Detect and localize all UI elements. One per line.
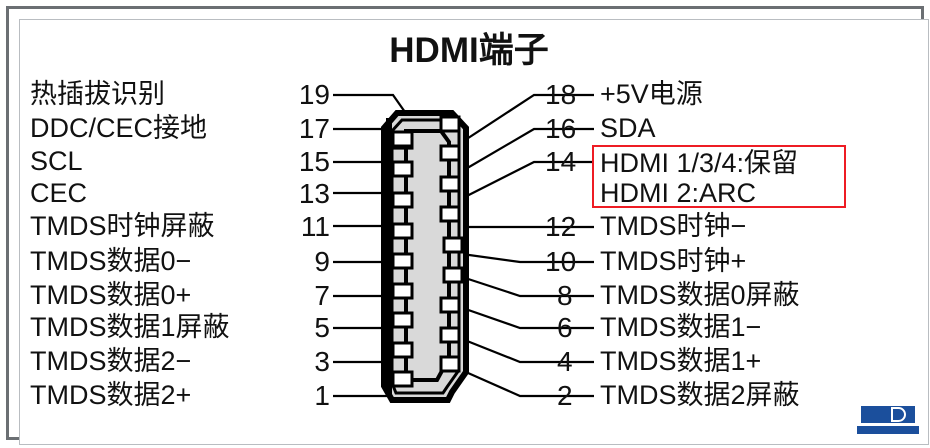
pin14-note-line-2: HDMI 2:ARC: [600, 178, 757, 208]
right-pin-number: 10: [545, 246, 577, 277]
right-pin-label: TMDS数据1+: [600, 346, 762, 376]
left-pin-label: SCL: [30, 146, 83, 176]
pins-left: [391, 130, 414, 388]
left-pin-label: TMDS数据2−: [30, 346, 192, 376]
outer-frame: [6, 6, 929, 445]
right-pin-label: TMDS数据2屏蔽: [600, 380, 800, 410]
right-pin-number: 14: [545, 146, 577, 177]
right-pin-label: TMDS数据0屏蔽: [600, 280, 800, 310]
page-title: HDMI端子: [389, 31, 549, 70]
leader-lines-right: [448, 93, 594, 398]
logo-mark-icon: [891, 407, 906, 422]
left-pin-number: 9: [314, 246, 330, 277]
left-pin-number: 7: [314, 280, 330, 311]
left-pin-label: CEC: [30, 178, 88, 208]
left-pin-number: 3: [314, 346, 330, 377]
left-pin-label: TMDS数据0+: [30, 280, 192, 310]
right-pin-label: TMDS时钟+: [600, 246, 747, 276]
left-pin-number: 13: [298, 178, 330, 209]
right-pin-number: 4: [557, 346, 573, 377]
right-pin-number: 16: [545, 113, 577, 144]
left-pin-number: 5: [314, 312, 330, 343]
inner-frame: [19, 19, 929, 445]
right-pin-label: TMDS数据1−: [600, 312, 762, 342]
blue-badge-logo: [857, 406, 919, 434]
left-pin-label: TMDS数据2+: [30, 380, 192, 410]
right-pin-number: 12: [545, 211, 577, 242]
left-pin-label: TMDS数据1屏蔽: [30, 312, 230, 342]
right-pin-number: 18: [545, 79, 577, 110]
pin14-highlight-box: [592, 145, 846, 208]
right-pin-label: TMDS时钟−: [600, 211, 747, 241]
pins-right: [439, 115, 464, 373]
left-pin-label: TMDS数据0−: [30, 246, 192, 276]
left-pin-label: DDC/CEC接地: [30, 113, 208, 143]
right-pin-label: +5V电源: [600, 79, 703, 109]
pin14-note-line-1: HDMI 1/3/4:保留: [600, 148, 799, 178]
left-pin-number: 11: [300, 211, 330, 242]
left-pin-number: 17: [298, 113, 330, 144]
left-pin-number: 19: [298, 79, 330, 110]
right-pin-number: 8: [557, 280, 573, 311]
connector-left-rail: [386, 118, 392, 394]
left-pin-number: 15: [298, 146, 330, 177]
left-pin-label: 热插拔识别: [30, 79, 165, 109]
left-pin-label: TMDS时钟屏蔽: [30, 211, 215, 241]
left-pin-number: 1: [314, 380, 330, 411]
right-pin-number: 6: [557, 312, 573, 343]
right-pin-number: 2: [557, 380, 573, 411]
logo-top-bar: [861, 406, 915, 423]
logo-bottom-bar: [857, 426, 919, 434]
right-pin-label: SDA: [600, 113, 656, 143]
